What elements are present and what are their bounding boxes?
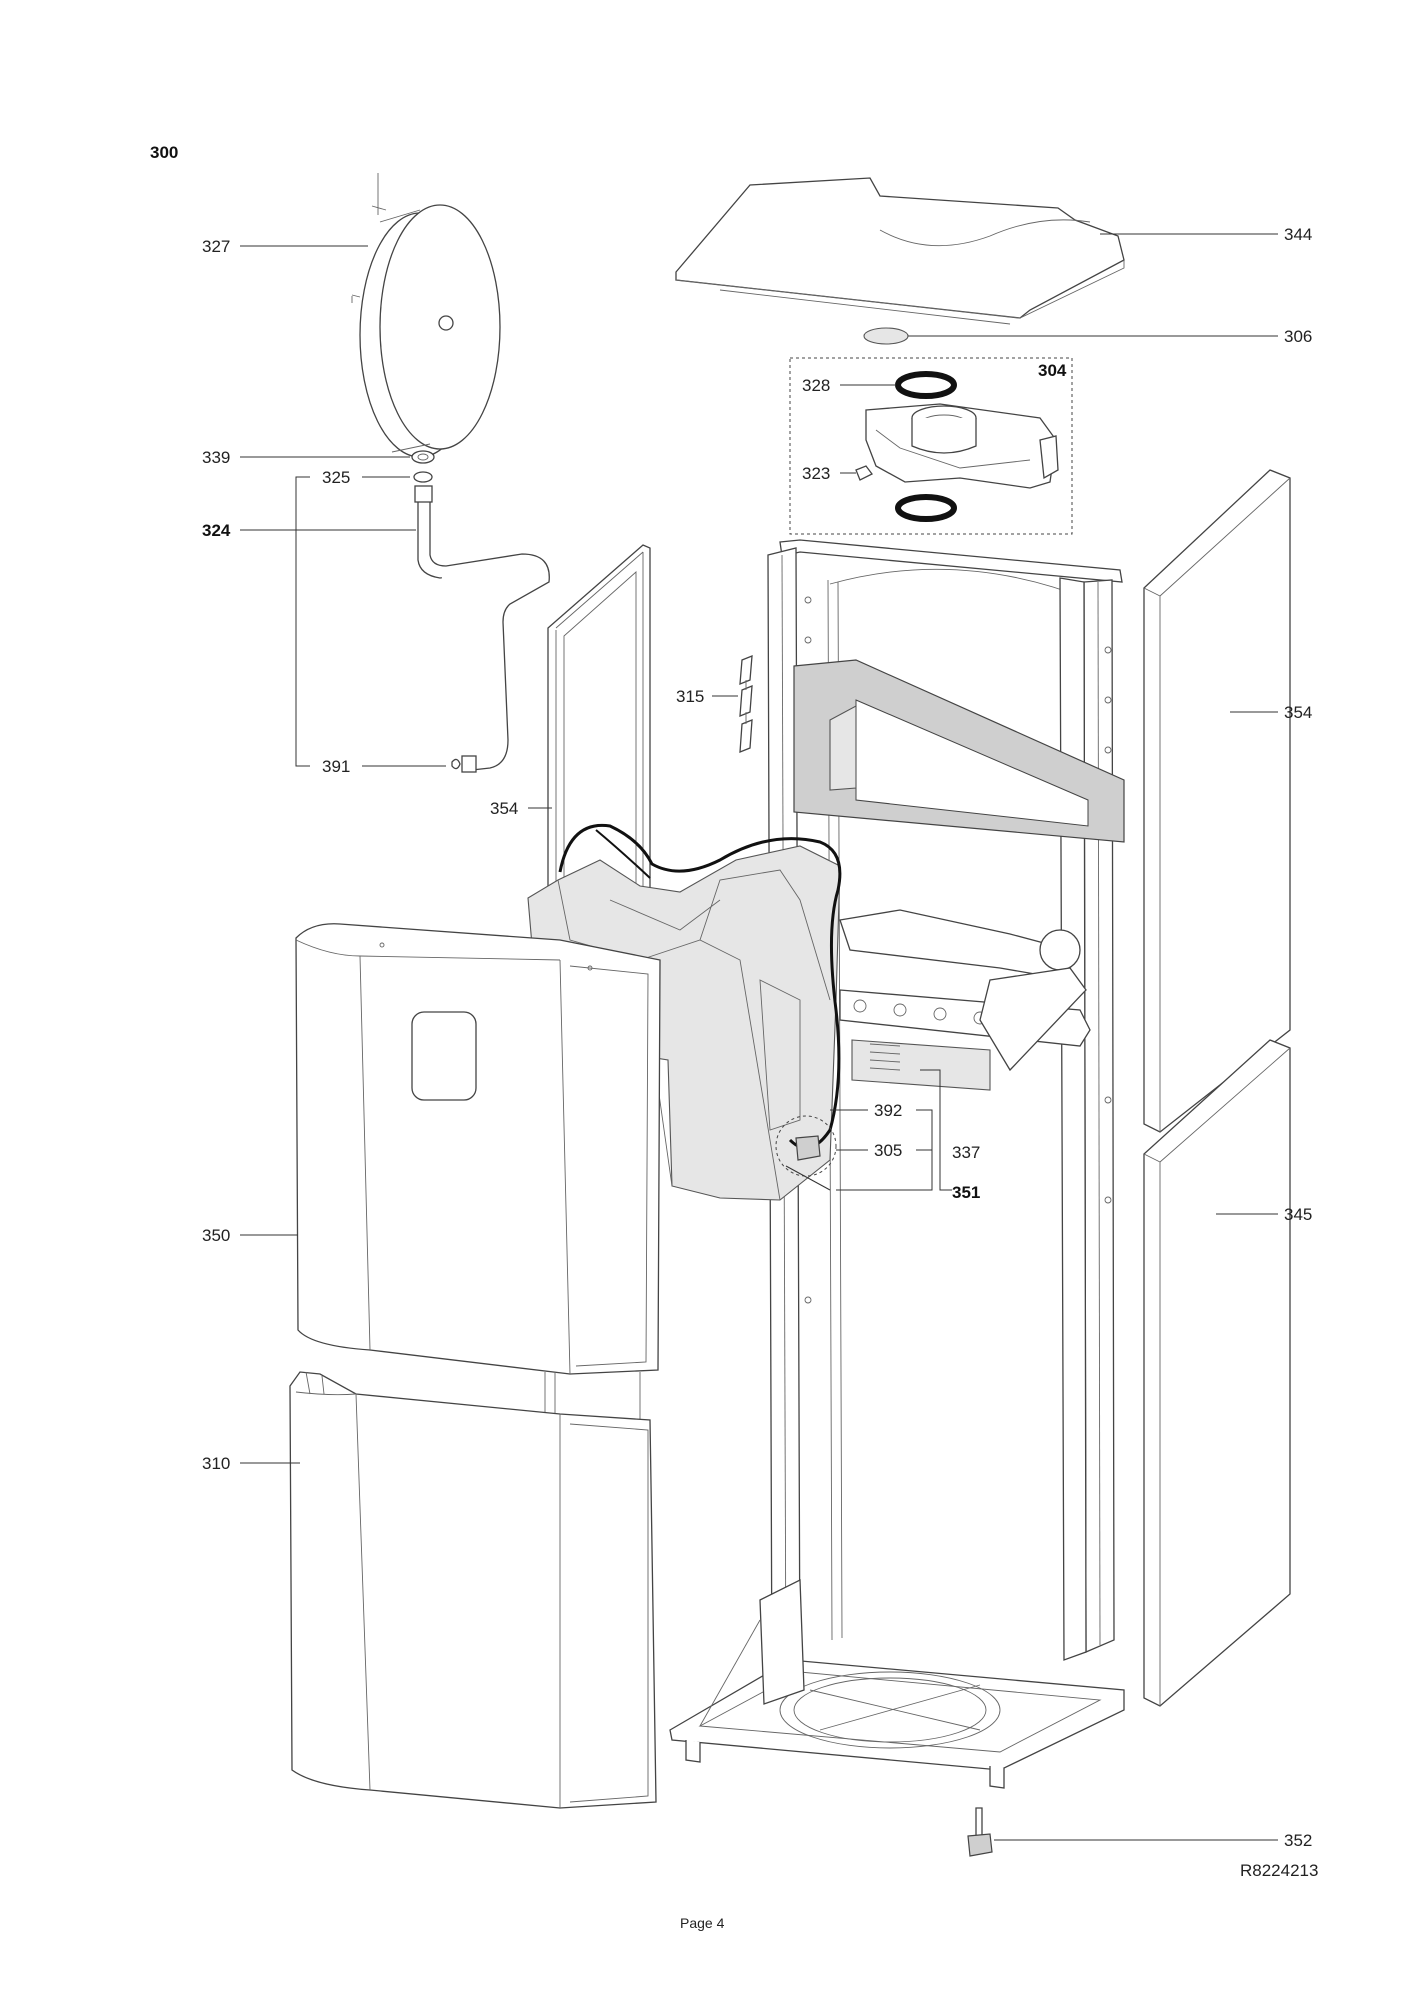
front-panel-310-drawing	[289, 1371, 657, 1809]
seal-ring-339-drawing	[411, 450, 435, 464]
callout-345: 345	[1284, 1205, 1312, 1224]
assembly-304-label: 304	[1038, 361, 1067, 380]
group-label: 300	[150, 143, 178, 162]
expansion-vessel-drawing	[351, 173, 501, 458]
callout-354-right: 354	[1284, 703, 1312, 722]
callout-328: 328	[802, 376, 830, 395]
adjustable-foot-352-drawing	[967, 1807, 993, 1857]
grommet-306-drawing	[863, 327, 909, 345]
callout-324: 324	[202, 521, 231, 540]
callout-327: 327	[202, 237, 230, 256]
front-panel-350-drawing	[295, 923, 661, 1375]
washer-325-drawing	[413, 471, 433, 483]
flue-adaptor-drawing	[865, 403, 1059, 489]
callout-350: 350	[202, 1226, 230, 1245]
callout-352: 352	[1284, 1831, 1312, 1850]
seal-ring-328-bottom-drawing	[895, 494, 957, 522]
clip-391-drawing	[451, 758, 461, 770]
flue-adaptor-assembly-304-box	[789, 357, 1073, 535]
side-panel-345-drawing	[1143, 1039, 1291, 1707]
connection-pipe-324-drawing	[414, 485, 550, 773]
callout-306: 306	[1284, 327, 1312, 346]
callout-310: 310	[202, 1454, 230, 1473]
side-panel-354-right-drawing	[1143, 469, 1291, 1133]
bracket-315-drawing	[739, 655, 753, 753]
heat-exchanger-351-drawing	[527, 823, 842, 1201]
clip-323-drawing	[855, 465, 873, 481]
callout-391: 391	[322, 757, 350, 776]
callout-325: 325	[322, 468, 350, 487]
inner-tray-drawing	[839, 909, 1091, 1091]
callout-351: 351	[952, 1183, 980, 1202]
panel-gap-strip-drawing	[544, 1372, 641, 1420]
callout-344: 344	[1284, 225, 1312, 244]
callout-305: 305	[874, 1141, 902, 1160]
callout-315: 315	[676, 687, 704, 706]
top-cover-344-drawing	[675, 177, 1125, 325]
support-bracket-drawing	[793, 659, 1125, 843]
callout-337: 337	[952, 1143, 980, 1162]
callout-339: 339	[202, 448, 230, 467]
page-number: Page 4	[680, 1915, 725, 1931]
callout-323: 323	[802, 464, 830, 483]
callout-392: 392	[874, 1101, 902, 1120]
seal-ring-328-top-drawing	[895, 371, 957, 399]
callout-354-left: 354	[490, 799, 518, 818]
drawing-reference: R8224213	[1240, 1861, 1318, 1880]
